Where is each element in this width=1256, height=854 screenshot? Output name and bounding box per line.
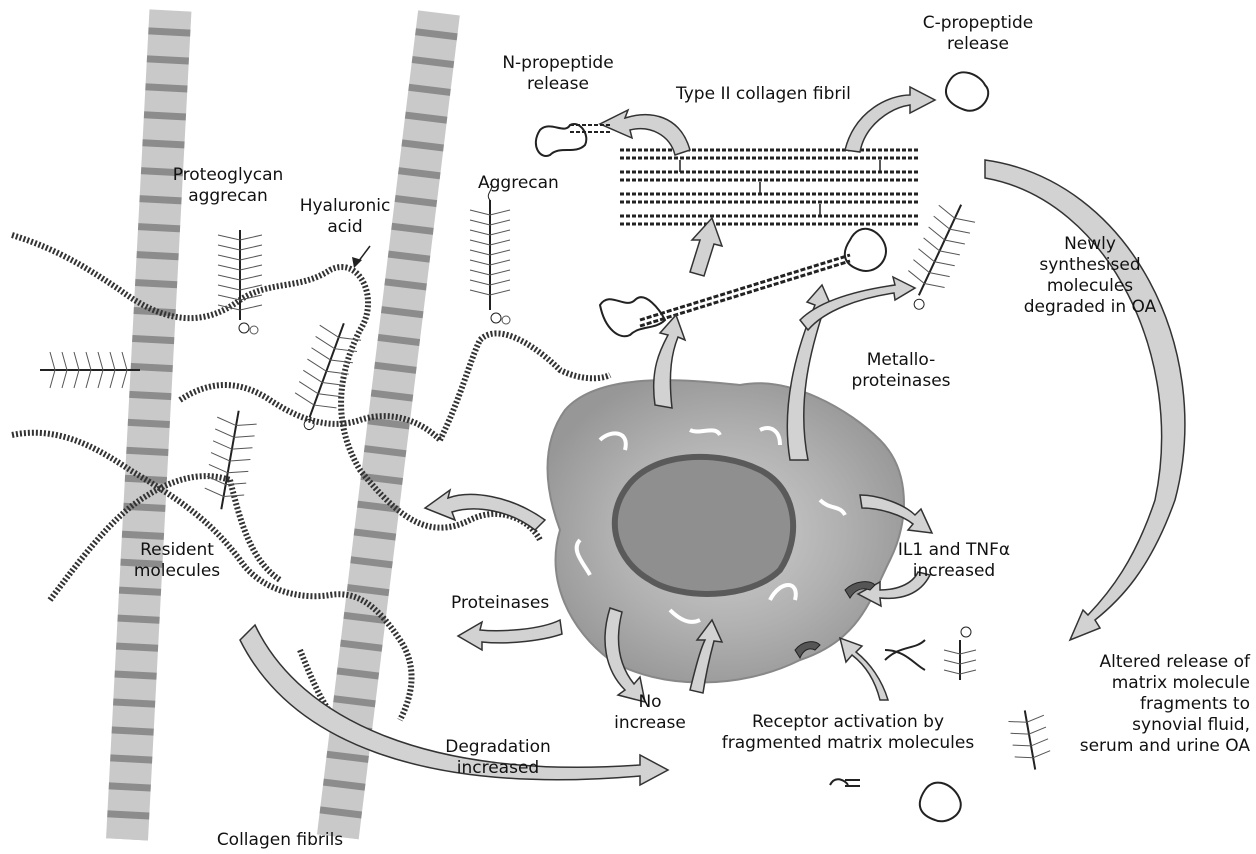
hyaluronic-acid-strands: [12, 235, 610, 740]
label-c-propeptide: C-propeptide release: [918, 13, 1038, 55]
label-proteinases: Proteinases: [451, 593, 549, 614]
arrow-proteinases: [458, 620, 562, 650]
label-aggrecan: Aggrecan: [478, 173, 559, 194]
label-type2-collagen-fibril: Type II collagen fibril: [676, 84, 851, 105]
label-degradation-increased: Degradation increased: [438, 737, 558, 779]
label-newly-synthesised: Newly synthesised molecules degraded in …: [1010, 234, 1170, 318]
arrow-to-fibril: [690, 218, 722, 276]
arrow-receptor-bottom: [840, 638, 888, 700]
label-proteoglycan-aggrecan: Proteoglycan aggrecan: [168, 165, 288, 207]
chondrocyte-cell: [548, 380, 904, 682]
label-hyaluronic-acid: Hyaluronic acid: [290, 196, 400, 238]
arrow-resident: [425, 490, 545, 530]
cell-nucleus: [615, 457, 793, 594]
label-metalloproteinases: Metallo- proteinases: [836, 350, 966, 392]
arrow-n-propeptide: [600, 110, 690, 155]
collagen-fibril-left: [106, 9, 191, 840]
label-altered-release: Altered release of matrix molecule fragm…: [1060, 652, 1250, 757]
label-no-increase: No increase: [610, 692, 690, 734]
label-collagen-fibrils: Collagen fibrils: [205, 830, 355, 851]
label-n-propeptide: N-propeptide release: [498, 53, 618, 95]
procollagen-molecule: [600, 229, 886, 336]
label-il1-tnf: IL1 and TNFα increased: [884, 540, 1024, 582]
type2-collagen-fibril: [620, 150, 920, 224]
label-receptor-activation: Receptor activation by fragmented matrix…: [708, 712, 988, 754]
arrow-c-propeptide: [845, 87, 935, 152]
label-resident-molecules: Resident molecules: [122, 540, 232, 582]
